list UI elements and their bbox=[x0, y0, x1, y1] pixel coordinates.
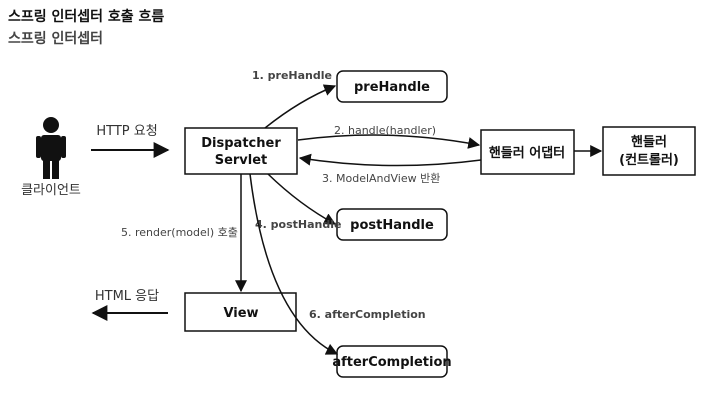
dispatcher-servlet-box: Dispatcher Servlet bbox=[184, 127, 298, 175]
prehandle-box: preHandle bbox=[336, 70, 448, 103]
step6-arrow bbox=[249, 173, 339, 355]
person-icon bbox=[36, 117, 66, 179]
step4-arrow bbox=[267, 173, 337, 225]
posthandle-box: postHandle bbox=[336, 208, 448, 241]
dispatcher-line2: Servlet bbox=[215, 153, 268, 168]
step4-label: 4. postHandle bbox=[255, 218, 341, 231]
handler-line2: (컨트롤러) bbox=[619, 152, 679, 168]
step3-arrow bbox=[298, 153, 482, 167]
handler-box: 핸들러 (컨트롤러) bbox=[602, 126, 696, 176]
step6-label: 6. afterCompletion bbox=[309, 308, 426, 321]
handler-adapter-box: 핸들러 어댑터 bbox=[480, 129, 575, 175]
posthandle-label: postHandle bbox=[350, 218, 434, 233]
after-completion-box: afterCompletion bbox=[332, 345, 452, 378]
page-title: 스프링 인터셉터 호출 흐름 bbox=[8, 9, 165, 25]
step1-arrow bbox=[264, 84, 337, 129]
page-subtitle: 스프링 인터셉터 bbox=[8, 31, 104, 47]
handler-line1: 핸들러 bbox=[631, 134, 667, 150]
view-box: View bbox=[184, 292, 297, 332]
step2-arrow bbox=[297, 134, 481, 149]
html-response-label: HTML 응답 bbox=[95, 289, 159, 304]
handler-adapter-label: 핸들러 어댑터 bbox=[489, 145, 565, 161]
step3-label: 3. ModelAndView 반환 bbox=[322, 172, 440, 185]
client-label: 클라이언트 bbox=[21, 183, 81, 198]
step5-label: 5. render(model) 호출 bbox=[121, 226, 238, 239]
view-label: View bbox=[223, 306, 258, 321]
step2-label: 2. handle(handler) bbox=[334, 124, 436, 137]
dispatcher-line1: Dispatcher bbox=[201, 136, 281, 151]
step1-label: 1. preHandle bbox=[252, 69, 332, 82]
prehandle-label: preHandle bbox=[354, 80, 430, 95]
after-completion-label: afterCompletion bbox=[332, 355, 451, 370]
http-request-label: HTTP 요청 bbox=[96, 124, 157, 139]
